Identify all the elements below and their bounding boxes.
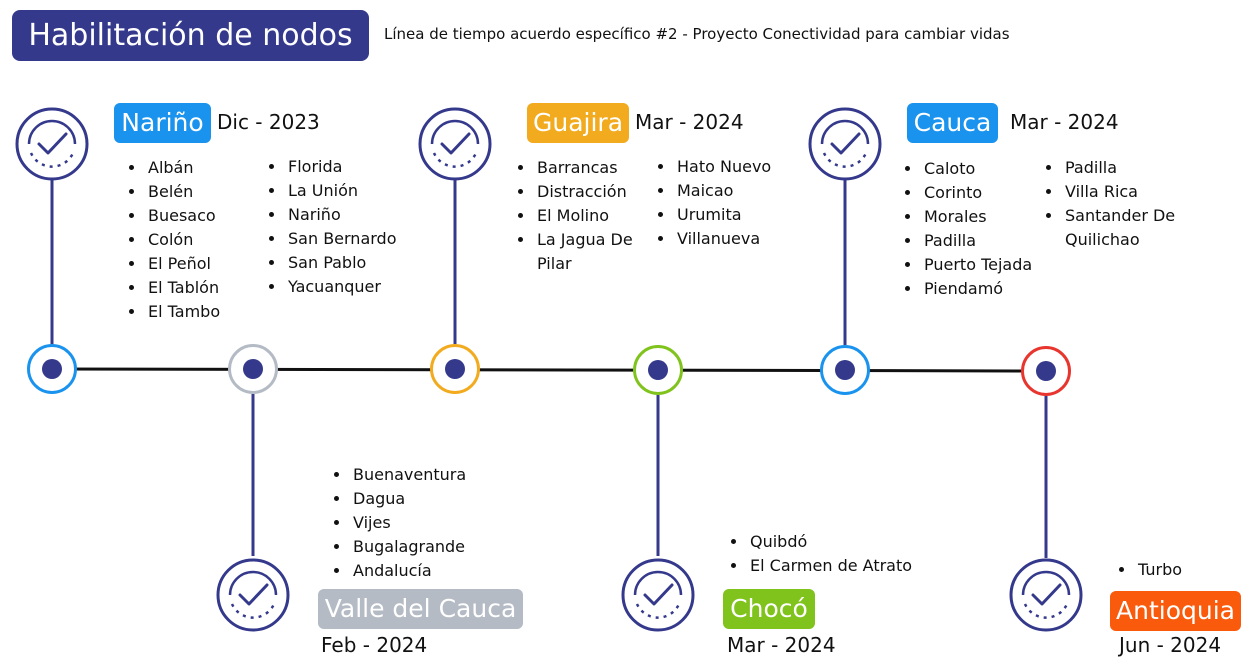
- list-item: Caloto: [922, 157, 1037, 181]
- region-badge-cauca: Cauca: [907, 103, 998, 143]
- list-item: Corinto: [922, 181, 1037, 205]
- page-subtitle: Línea de tiempo acuerdo específico #2 - …: [384, 25, 1010, 43]
- list-item: Santander De Quilichao: [1063, 204, 1213, 252]
- town-list-valle: BuenaventuraDaguaVijesBugalagrandeAndalu…: [333, 463, 501, 583]
- list-item: El Peñol: [146, 252, 266, 276]
- check-circle-icon: [621, 558, 695, 632]
- list-item: Villanueva: [675, 227, 805, 251]
- check-circle-icon: [808, 107, 882, 181]
- region-badge-valle: Valle del Cauca: [318, 589, 523, 629]
- region-badge-guajira: Guajira: [527, 103, 629, 143]
- date-cauca: Mar - 2024: [1010, 110, 1119, 134]
- check-circle-icon: [1009, 558, 1083, 632]
- list-item: Turbo: [1136, 558, 1236, 582]
- list-item: La Jagua De Pilar: [535, 228, 660, 276]
- list-item: Yacuanquer: [286, 275, 431, 299]
- list-item: Villa Rica: [1063, 180, 1213, 204]
- list-item: Nariño: [286, 203, 431, 227]
- town-list-narino-2: FloridaLa UniónNariñoSan BernardoSan Pab…: [268, 155, 431, 299]
- list-item: Barrancas: [535, 156, 660, 180]
- list-item: El Tablón: [146, 276, 266, 300]
- timeline-node-cauca: [820, 345, 870, 395]
- check-circle-icon: [418, 107, 492, 181]
- list-item: Andalucía: [351, 559, 501, 583]
- list-item: Buenaventura: [351, 463, 501, 487]
- list-item: Quibdó: [748, 530, 948, 554]
- list-item: Piendamó: [922, 277, 1037, 301]
- list-item: Bugalagrande: [351, 535, 501, 559]
- check-circle-icon: [216, 558, 290, 632]
- date-narino: Dic - 2023: [217, 110, 320, 134]
- list-item: San Pablo: [286, 251, 431, 275]
- timeline-axis: [51, 367, 1047, 373]
- list-item: Vijes: [351, 511, 501, 535]
- list-item: Belén: [146, 180, 266, 204]
- list-item: El Carmen de Atrato: [748, 554, 948, 578]
- date-guajira: Mar - 2024: [635, 110, 744, 134]
- list-item: Padilla: [922, 229, 1037, 253]
- list-item: Padilla: [1063, 156, 1213, 180]
- list-item: Albán: [146, 156, 266, 180]
- list-item: Colón: [146, 228, 266, 252]
- date-valle: Feb - 2024: [321, 633, 428, 657]
- timeline-node-antioquia: [1021, 346, 1071, 396]
- timeline-node-choco: [633, 345, 683, 395]
- town-list-narino-1: AlbánBelénBuesacoColónEl PeñolEl TablónE…: [128, 156, 266, 324]
- list-item: Puerto Tejada: [922, 253, 1037, 277]
- timeline-node-valle: [228, 344, 278, 394]
- timeline-node-narino: [27, 344, 77, 394]
- list-item: La Unión: [286, 179, 431, 203]
- date-antioquia: Jun - 2024: [1119, 633, 1222, 657]
- list-item: El Tambo: [146, 300, 266, 324]
- date-choco: Mar - 2024: [727, 633, 836, 657]
- list-item: Florida: [286, 155, 431, 179]
- list-item: Urumita: [675, 203, 805, 227]
- list-item: Buesaco: [146, 204, 266, 228]
- list-item: Maicao: [675, 179, 805, 203]
- town-list-choco: QuibdóEl Carmen de Atrato: [730, 530, 948, 578]
- region-badge-antioquia: Antioquia: [1110, 591, 1241, 631]
- town-list-cauca-1: CalotoCorintoMoralesPadillaPuerto Tejada…: [904, 157, 1037, 301]
- list-item: San Bernardo: [286, 227, 431, 251]
- timeline-node-guajira: [430, 344, 480, 394]
- page-title: Habilitación de nodos: [12, 10, 369, 61]
- check-circle-icon: [15, 107, 89, 181]
- list-item: Morales: [922, 205, 1037, 229]
- list-item: Dagua: [351, 487, 501, 511]
- list-item: Hato Nuevo: [675, 155, 805, 179]
- region-badge-choco: Chocó: [723, 589, 815, 629]
- list-item: El Molino: [535, 204, 660, 228]
- town-list-cauca-2: PadillaVilla RicaSantander De Quilichao: [1045, 156, 1213, 252]
- town-list-guajira-1: BarrancasDistracciónEl MolinoLa Jagua De…: [517, 156, 660, 276]
- town-list-antioquia: Turbo: [1118, 558, 1236, 582]
- town-list-guajira-2: Hato NuevoMaicaoUrumitaVillanueva: [657, 155, 805, 251]
- region-badge-narino: Nariño: [114, 103, 211, 143]
- list-item: Distracción: [535, 180, 660, 204]
